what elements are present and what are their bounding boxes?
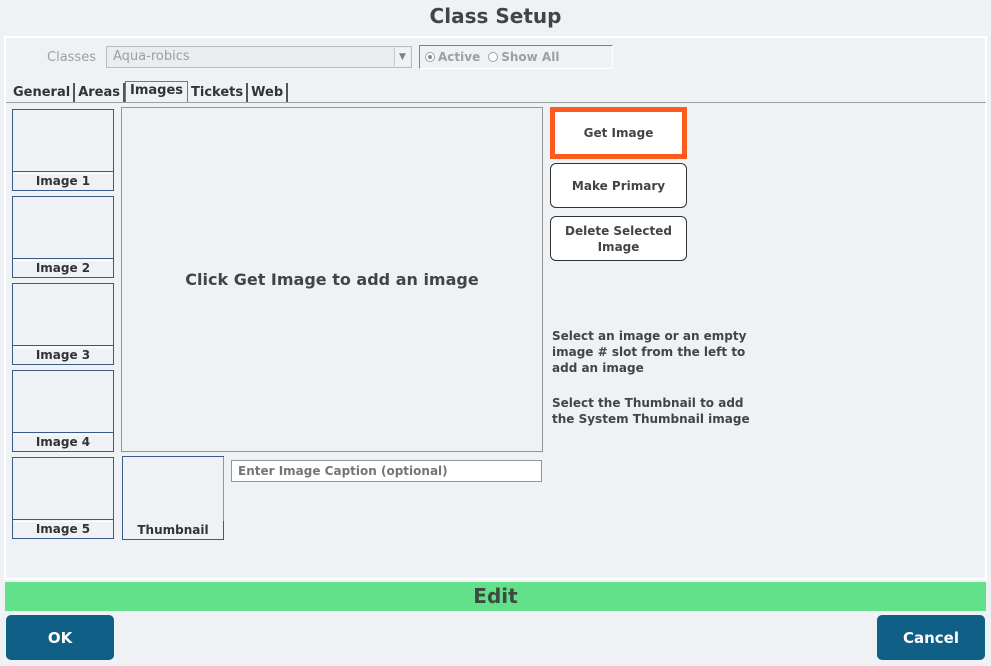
status-radio-group: Active Show All xyxy=(419,45,613,69)
image-slot-picture xyxy=(13,458,113,520)
image-slot-label: Image 2 xyxy=(13,260,113,277)
tab-bar: General Areas Images Tickets Web xyxy=(10,81,289,103)
radio-selected-icon xyxy=(425,52,435,62)
tab-areas[interactable]: Areas xyxy=(75,83,126,103)
mode-bar: Edit xyxy=(5,582,986,611)
radio-unselected-icon xyxy=(488,52,499,62)
tab-web[interactable]: Web xyxy=(248,83,289,103)
ok-button[interactable]: OK xyxy=(6,615,114,660)
tab-divider xyxy=(6,102,986,103)
get-image-button[interactable]: Get Image xyxy=(550,107,687,159)
help-text-thumbnail: Select the Thumbnail to add the System T… xyxy=(552,396,750,426)
window-title: Class Setup xyxy=(429,4,562,28)
delete-selected-image-button[interactable]: Delete Selected Image xyxy=(550,216,687,261)
image-slot-label: Image 1 xyxy=(13,173,113,190)
image-slot-picture xyxy=(13,197,113,259)
image-caption-input[interactable] xyxy=(231,460,542,482)
image-slot-2[interactable]: Image 2 xyxy=(12,196,114,278)
tab-general[interactable]: General xyxy=(10,83,76,103)
thumbnail-slot[interactable]: Thumbnail xyxy=(122,456,224,540)
image-slot-picture xyxy=(13,371,113,433)
image-slot-picture xyxy=(13,284,113,346)
radio-show-all[interactable]: Show All xyxy=(488,50,559,64)
preview-placeholder: Click Get Image to add an image xyxy=(185,270,479,289)
chevron-down-icon[interactable]: ▼ xyxy=(394,48,410,66)
radio-active[interactable]: Active xyxy=(425,50,480,64)
classes-dropdown[interactable]: Aqua-robics ▼ xyxy=(106,46,412,68)
image-slot-label: Image 3 xyxy=(13,347,113,364)
make-primary-button[interactable]: Make Primary xyxy=(550,163,687,208)
image-slot-4[interactable]: Image 4 xyxy=(12,370,114,452)
thumbnail-label: Thumbnail xyxy=(137,523,209,537)
cancel-button[interactable]: Cancel xyxy=(877,615,985,660)
image-preview[interactable]: Click Get Image to add an image xyxy=(121,107,543,452)
classes-dropdown-value: Aqua-robics xyxy=(113,49,190,64)
image-slot-3[interactable]: Image 3 xyxy=(12,283,114,365)
image-slot-1[interactable]: Image 1 xyxy=(12,109,114,191)
radio-active-label: Active xyxy=(438,50,481,64)
classes-label: Classes xyxy=(47,50,96,65)
help-text-add-image: Select an image or an empty image # slot… xyxy=(552,329,747,375)
tab-images[interactable]: Images xyxy=(125,81,189,103)
image-slot-5[interactable]: Image 5 xyxy=(12,457,114,539)
tab-tickets[interactable]: Tickets xyxy=(188,83,249,103)
radio-show-all-label: Show All xyxy=(501,50,560,64)
image-slot-label: Image 5 xyxy=(13,521,113,538)
image-slot-picture xyxy=(13,110,113,172)
image-slot-label: Image 4 xyxy=(13,434,113,451)
